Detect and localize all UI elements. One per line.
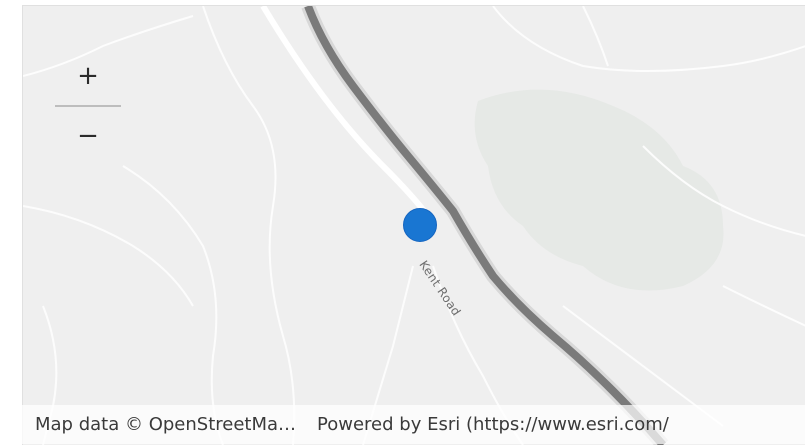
- zoom-in-button[interactable]: +: [77, 61, 99, 91]
- map-canvas[interactable]: + −: [22, 5, 805, 445]
- attribution-osm[interactable]: Map data © OpenStreetMa…: [35, 414, 297, 435]
- attribution-bar: Map data © OpenStreetMa… Powered by Esri…: [22, 405, 805, 444]
- zoom-divider: [55, 105, 121, 107]
- zoom-control: + −: [53, 51, 123, 163]
- location-marker[interactable]: [403, 208, 437, 242]
- park-area: [474, 89, 724, 291]
- main-road: [304, 6, 667, 445]
- secondary-road: [260, 6, 431, 218]
- attribution-esri[interactable]: Powered by Esri (https://www.esri.com/: [317, 414, 669, 435]
- zoom-out-button[interactable]: −: [77, 121, 99, 151]
